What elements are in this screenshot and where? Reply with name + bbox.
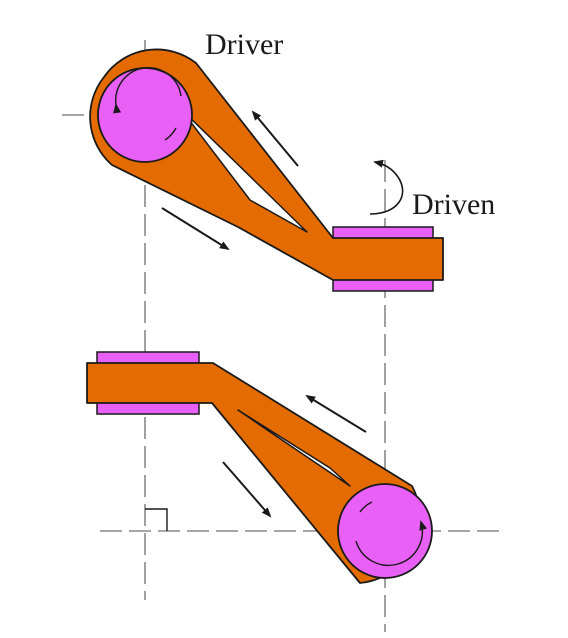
belt-motion-arrow-top-lower-icon xyxy=(161,207,230,251)
belt-motion-arrow-top-upper-icon xyxy=(251,110,299,167)
belt-top-inner-gap xyxy=(179,107,308,233)
driven-label: Driven xyxy=(412,188,496,221)
driver-rotation-arrow-lower-icon xyxy=(164,127,177,141)
driven-pulley-bottom xyxy=(337,483,433,579)
driven-rotation-arrow-icon xyxy=(369,159,404,215)
belt-bottom-inner-gap xyxy=(237,409,351,487)
driven-pulley-bottom-disk xyxy=(337,483,433,579)
belt-motion-arrow-bottom-lower-icon xyxy=(222,461,272,518)
driver-pulley-edge-bottom xyxy=(96,351,200,415)
right-angle-marker xyxy=(145,508,168,531)
driver-pulley-disk xyxy=(97,67,193,163)
belt-motion-arrow-bottom-upper-icon xyxy=(305,394,367,433)
driver-pulley xyxy=(97,66,193,163)
driven-pulley-top xyxy=(332,226,434,292)
driven-bottom-rotation-arrow-icon xyxy=(355,520,428,567)
driven-bottom-rotation-arrow-upper-icon xyxy=(359,501,373,513)
driver-rotation-arrow-icon xyxy=(113,66,182,114)
driver-label: Driver xyxy=(205,28,284,61)
